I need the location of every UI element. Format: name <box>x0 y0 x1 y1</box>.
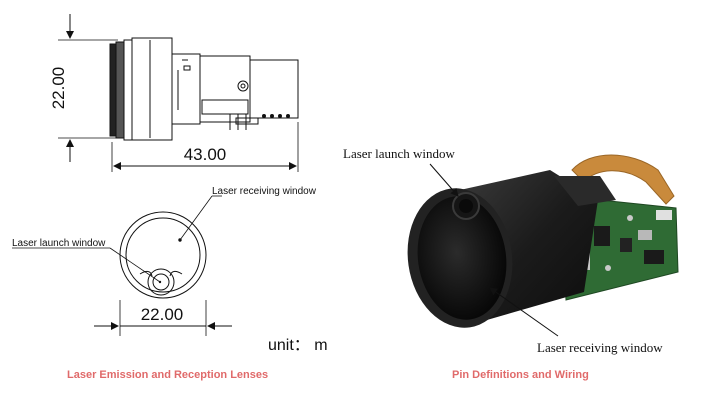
product-photo: Laser launch window Laser receiving wind… <box>343 146 679 355</box>
photo-launch-window-label: Laser launch window <box>343 146 456 161</box>
height-dimension: 22.00 <box>49 14 118 162</box>
product-photo-panel: Laser launch window Laser receiving wind… <box>340 0 706 411</box>
right-caption: Pin Definitions and Wiring <box>452 369 589 381</box>
technical-drawing-panel: 22.00 <box>0 0 340 411</box>
unit-label: unit： m <box>268 337 328 354</box>
lens-dimension-text: 22.00 <box>141 305 184 324</box>
launch-window-label: Laser launch window <box>12 238 106 249</box>
module-side-view <box>109 37 299 141</box>
length-dimension-text: 43.00 <box>184 145 227 164</box>
length-dimension: 43.00 <box>111 122 299 172</box>
lens-annotations: Laser receiving window Laser launch wind… <box>12 186 317 284</box>
receiving-window-label: Laser receiving window <box>212 186 317 197</box>
left-caption: Laser Emission and Reception Lenses <box>67 369 269 381</box>
ribbon-cable <box>571 154 675 205</box>
module-barrel <box>407 170 616 328</box>
technical-drawing: 22.00 <box>12 14 328 354</box>
height-dimension-text: 22.00 <box>49 67 68 110</box>
lens-front-view <box>119 211 207 299</box>
lens-dimension: 22.00 <box>94 300 232 336</box>
photo-annotations: Laser launch window Laser receiving wind… <box>343 146 663 355</box>
photo-receiving-window-label: Laser receiving window <box>537 340 663 355</box>
